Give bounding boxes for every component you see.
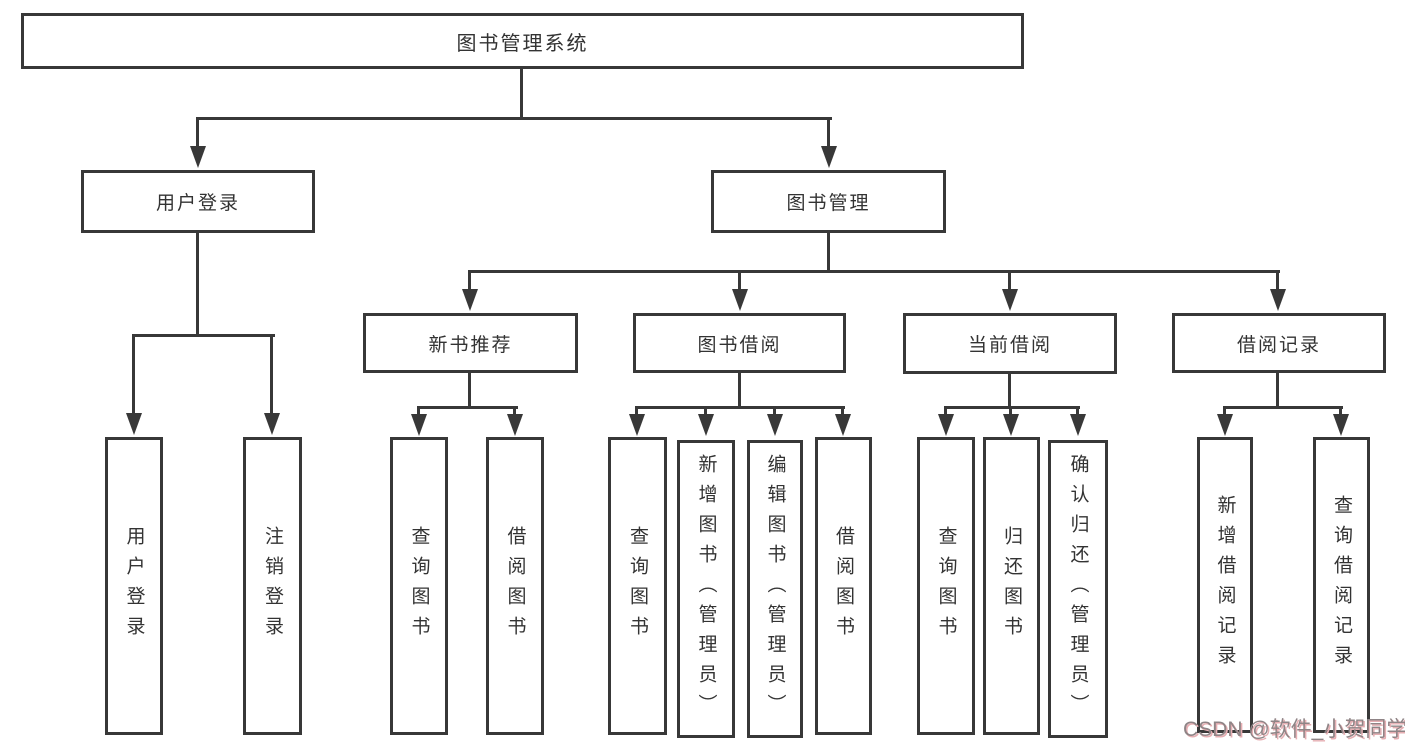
- csdn-watermark: CSDN @软件_小贺同学: [1183, 718, 1405, 741]
- node-leaf-borrow-borrow-books: 借阅图书: [815, 437, 872, 735]
- line: [841, 406, 844, 418]
- arrowhead-down-icon: [938, 414, 954, 436]
- line: [1076, 406, 1079, 418]
- node-leaf-current-return-books: 归还图书: [983, 437, 1040, 735]
- line: [773, 406, 776, 418]
- line: [1223, 406, 1226, 418]
- line: [196, 117, 832, 120]
- line: [1009, 406, 1012, 418]
- line: [520, 69, 523, 119]
- arrowhead-down-icon: [190, 146, 206, 168]
- arrowhead-down-icon: [821, 146, 837, 168]
- line: [132, 334, 275, 337]
- node-borrow-records: 借阅记录: [1172, 313, 1386, 373]
- line: [1276, 373, 1279, 409]
- node-leaf-user-login: 用户登录: [105, 437, 163, 735]
- line: [1008, 373, 1011, 409]
- arrowhead-down-icon: [411, 414, 427, 436]
- arrowhead-down-icon: [1002, 289, 1018, 311]
- line: [1223, 406, 1343, 409]
- node-leaf-query-borrow-record: 查询借阅记录: [1313, 437, 1370, 733]
- line: [944, 406, 947, 418]
- line: [132, 334, 135, 418]
- arrowhead-down-icon: [1217, 414, 1233, 436]
- line: [1339, 406, 1342, 418]
- line: [738, 270, 741, 296]
- line: [704, 406, 707, 418]
- line: [827, 117, 830, 151]
- node-new-book-recommend: 新书推荐: [363, 313, 578, 373]
- node-user-login: 用户登录: [81, 170, 315, 233]
- node-leaf-current-confirm-return-admin: 确认归还（管理员）: [1048, 440, 1108, 738]
- arrowhead-down-icon: [1070, 414, 1086, 436]
- node-leaf-borrow-query-books: 查询图书: [608, 437, 667, 735]
- node-book-management: 图书管理: [711, 170, 946, 233]
- node-book-borrow: 图书借阅: [633, 313, 846, 373]
- line: [468, 373, 471, 409]
- line: [635, 406, 638, 418]
- line: [944, 406, 1080, 409]
- node-leaf-borrow-edit-books-admin: 编辑图书（管理员）: [747, 440, 803, 738]
- arrowhead-down-icon: [126, 413, 142, 435]
- line: [417, 406, 518, 409]
- arrowhead-down-icon: [1270, 289, 1286, 311]
- line: [468, 270, 1280, 273]
- node-leaf-logout-login: 注销登录: [243, 437, 302, 735]
- node-leaf-borrow-add-books-admin: 新增图书（管理员）: [677, 440, 735, 738]
- node-current-borrow: 当前借阅: [903, 313, 1117, 374]
- node-leaf-recommend-borrow-books: 借阅图书: [486, 437, 544, 735]
- line: [196, 233, 199, 337]
- line: [417, 406, 420, 418]
- line: [827, 233, 830, 273]
- node-library-management-system: 图书管理系统: [21, 13, 1024, 69]
- line: [270, 334, 273, 418]
- arrowhead-down-icon: [732, 289, 748, 311]
- node-leaf-recommend-query-books: 查询图书: [390, 437, 448, 735]
- arrowhead-down-icon: [507, 414, 523, 436]
- arrowhead-down-icon: [264, 413, 280, 435]
- line: [1276, 270, 1279, 296]
- arrowhead-down-icon: [462, 289, 478, 311]
- line: [635, 406, 845, 409]
- arrowhead-down-icon: [1003, 414, 1019, 436]
- line: [513, 406, 516, 418]
- arrowhead-down-icon: [835, 414, 851, 436]
- node-leaf-add-borrow-record: 新增借阅记录: [1197, 437, 1253, 733]
- arrowhead-down-icon: [698, 414, 714, 436]
- line: [738, 373, 741, 409]
- line: [196, 117, 199, 151]
- arrowhead-down-icon: [629, 414, 645, 436]
- line: [1008, 270, 1011, 296]
- arrowhead-down-icon: [767, 414, 783, 436]
- node-leaf-current-query-books: 查询图书: [917, 437, 975, 735]
- arrowhead-down-icon: [1333, 414, 1349, 436]
- line: [468, 270, 471, 296]
